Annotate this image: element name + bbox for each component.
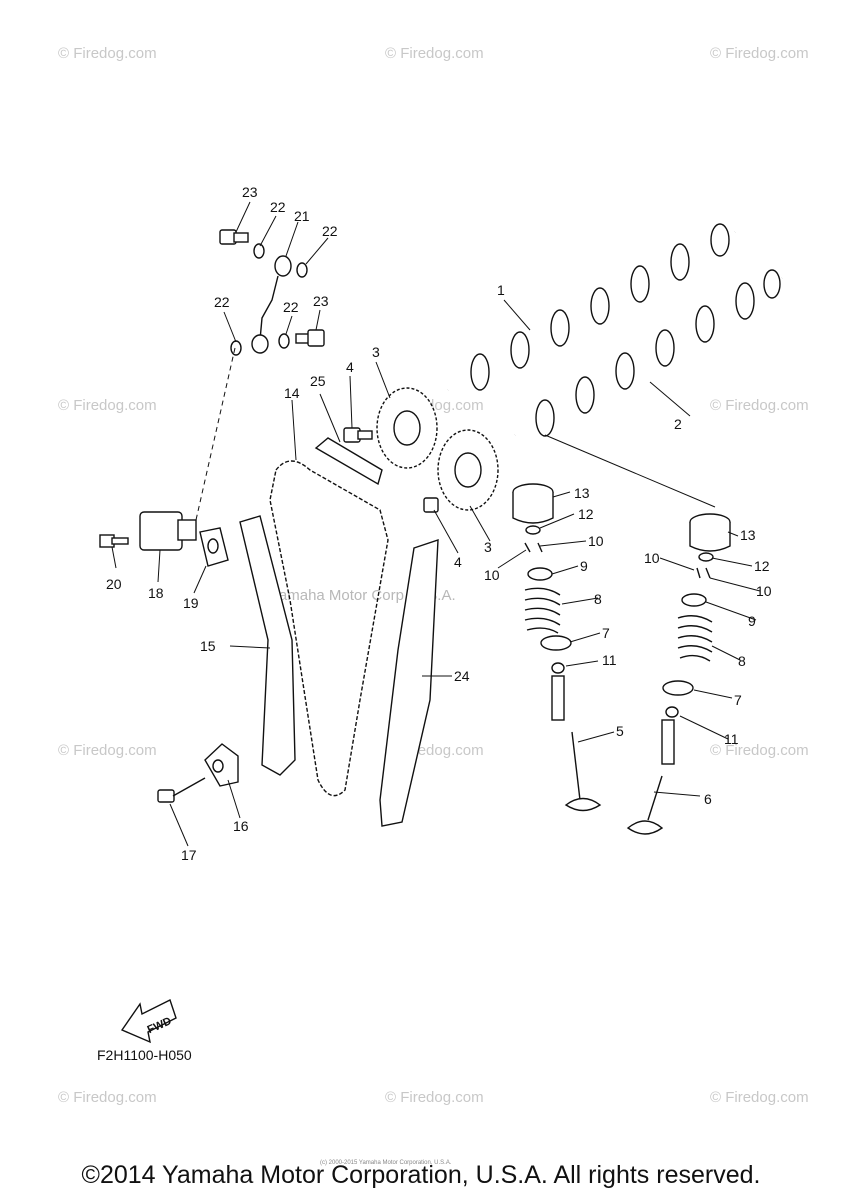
diagram-code: F2H1100-H050 — [97, 1047, 192, 1063]
callout: 3 — [484, 539, 492, 555]
callout: 13 — [740, 527, 756, 543]
callout: 8 — [738, 653, 746, 669]
callout: 1 — [497, 282, 505, 298]
callout: 11 — [602, 652, 617, 668]
cam-sprocket-upper — [376, 387, 438, 469]
washer — [278, 333, 290, 349]
pipe-eye-top — [274, 255, 292, 277]
callout: 8 — [594, 591, 602, 607]
callout: 22 — [270, 199, 286, 215]
valve-train-right — [626, 513, 731, 835]
callout: 2 — [674, 416, 682, 432]
pipe-eye-bottom — [251, 334, 269, 354]
callout: 6 — [704, 791, 712, 807]
sprocket-bolt — [423, 497, 439, 513]
callout: 12 — [578, 506, 594, 522]
watermark: © Firedog.com — [58, 742, 157, 759]
callout: 21 — [294, 208, 310, 224]
callout: 19 — [183, 595, 199, 611]
callout: 25 — [310, 373, 326, 389]
callout: 22 — [283, 299, 299, 315]
union-bolt-bottom — [307, 329, 325, 347]
callout: 3 — [372, 344, 380, 360]
callout: 10 — [588, 533, 604, 549]
callout: 4 — [454, 554, 462, 570]
callout: 23 — [242, 184, 258, 200]
washer — [230, 340, 242, 356]
watermark: © Firedog.com — [710, 742, 809, 759]
callout: 11 — [724, 731, 739, 747]
watermark: © Firedog.com — [58, 45, 157, 62]
callout: 13 — [574, 485, 590, 501]
watermark: © Firedog.com — [58, 1089, 157, 1106]
camshaft-2 — [511, 269, 786, 442]
callout: 7 — [602, 625, 610, 641]
callout: 12 — [754, 558, 770, 574]
washer — [296, 262, 308, 278]
chain-guide-top — [314, 437, 383, 486]
tiny-copyright-note: (c) 2000-2015 Yamaha Motor Corporation, … — [320, 1160, 452, 1166]
callout: 17 — [181, 847, 197, 863]
callout: 24 — [454, 668, 470, 684]
callout: 14 — [284, 385, 300, 401]
callout: 10 — [484, 567, 500, 583]
reference-line — [195, 347, 236, 521]
watermark: © Firedog.com — [385, 1089, 484, 1106]
reference-line — [544, 434, 716, 508]
cam-chain-tensioner — [99, 511, 229, 567]
sprocket-bolt-shank — [357, 430, 373, 440]
watermark: © Firedog.com — [385, 45, 484, 62]
union-bolt-top-shank — [233, 232, 249, 243]
exhaust-chain-guide — [379, 539, 439, 827]
callout: 5 — [616, 723, 624, 739]
callout: 7 — [734, 692, 742, 708]
callout: 9 — [580, 558, 588, 574]
callout: 22 — [322, 223, 338, 239]
forward-direction-arrow: FWD — [120, 999, 177, 1044]
callout: 16 — [233, 818, 249, 834]
washer — [253, 243, 265, 259]
callout: 22 — [214, 294, 230, 310]
copyright-notice: ©2014 Yamaha Motor Corporation, U.S.A. A… — [81, 1161, 761, 1189]
callout: 15 — [200, 638, 216, 654]
guide-mount — [157, 743, 239, 803]
callout: 23 — [313, 293, 329, 309]
watermark: © Firedog.com — [58, 397, 157, 414]
camshaft-chain-diagram: © Firedog.com © Firedog.com © Firedog.co… — [58, 45, 809, 1106]
callout: 10 — [644, 550, 660, 566]
valve-train-left — [512, 483, 602, 812]
watermark: © Firedog.com — [710, 397, 809, 414]
cam-sprocket-lower — [437, 429, 499, 511]
leader-lines — [111, 201, 761, 847]
watermark: © Firedog.com — [710, 45, 809, 62]
tensioner-chain-guide — [239, 515, 296, 776]
callout-labels: 23 22 21 22 22 22 23 1 3 4 25 14 2 13 12… — [106, 184, 772, 863]
camshaft-1 — [444, 223, 739, 397]
oil-pipe-assembly — [219, 229, 325, 356]
callout: 4 — [346, 359, 354, 375]
callout: 10 — [756, 583, 772, 599]
callout: 9 — [748, 613, 756, 629]
watermark: © Firedog.com — [710, 1089, 809, 1106]
callout: 18 — [148, 585, 164, 601]
callout: 20 — [106, 576, 122, 592]
oil-pipe — [259, 275, 279, 341]
